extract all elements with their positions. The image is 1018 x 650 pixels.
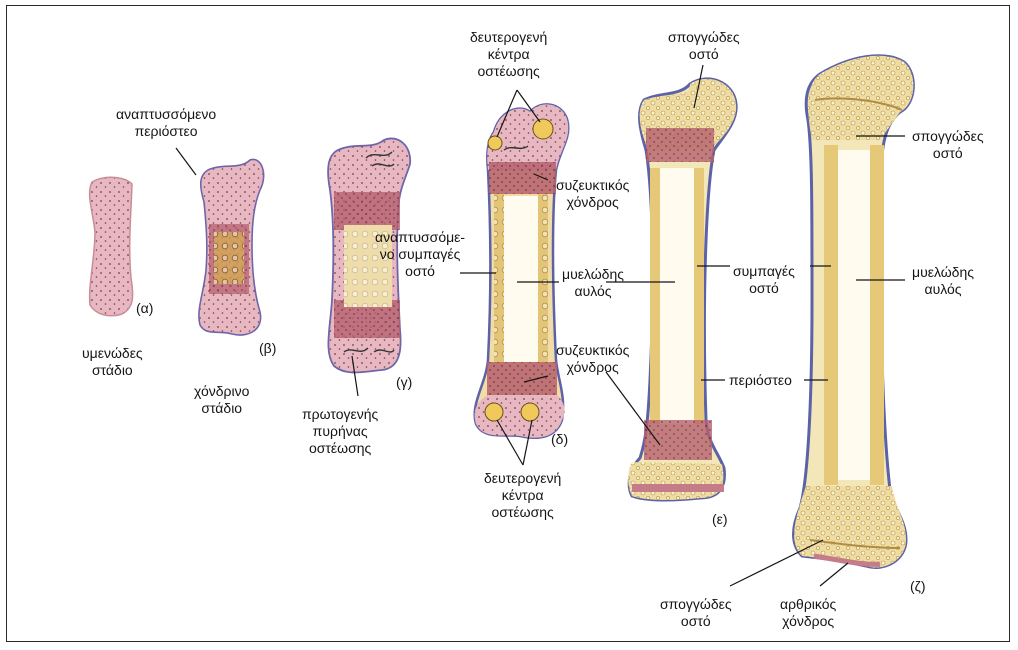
label-periosteum: περιόστεο xyxy=(729,372,792,389)
stage-label-d: (δ) xyxy=(551,431,568,448)
label-cartilage-stage: χόνδρινο στάδιο xyxy=(194,383,249,417)
label-membranous-stage: υμενώδες στάδιο xyxy=(82,345,143,379)
stage-label-e: (ε) xyxy=(712,511,728,528)
leader-periosteum-dev xyxy=(176,148,196,175)
bone-stage-b xyxy=(199,159,264,335)
stage-label-c: (γ) xyxy=(396,374,412,391)
label-compact-bone: συμπαγές οστό xyxy=(733,263,795,297)
stage-label-a: (α) xyxy=(136,300,153,317)
leader-spongy-z-bottom xyxy=(730,540,823,586)
label-medullary-cavity-d: μυελώδης αυλός xyxy=(562,266,624,300)
label-spongy-bone-z-top: σπογγώδες οστό xyxy=(912,128,984,162)
stage-label-z: (ζ) xyxy=(910,578,926,595)
label-developing-compact-bone: αναπτυσσόμε- νο συμπαγές οστό xyxy=(375,229,465,280)
label-secondary-centers-bottom: δευτερογενή κέντρα οστέωσης xyxy=(484,470,561,521)
bone-stage-e xyxy=(628,79,736,500)
label-primary-ossification-center: πρωτογενής πυρήνας οστέωσης xyxy=(302,406,378,457)
label-medullary-cavity-z: μυελώδης αυλός xyxy=(912,264,974,298)
stage-label-b: (β) xyxy=(259,340,276,357)
label-articular-cartilage: αρθρικός χόνδρος xyxy=(780,596,836,630)
label-epiphyseal-cartilage-top: συζευκτικός χόνδρος xyxy=(556,177,629,211)
bone-stage-z xyxy=(794,56,914,568)
leader-articular xyxy=(820,563,848,586)
label-developing-periosteum: αναπτυσσόμενο περιόστεο xyxy=(116,106,216,140)
bone-stage-d xyxy=(475,104,569,437)
label-spongy-bone-e: σπογγώδες οστό xyxy=(668,29,740,63)
label-spongy-bone-z-bottom: σπογγώδες οστό xyxy=(660,596,732,630)
label-epiphyseal-cartilage-bottom: συζευκτικός χόνδρος xyxy=(556,342,629,376)
label-secondary-centers-top: δευτερογενή κέντρα οστέωσης xyxy=(470,29,547,80)
bone-stage-a xyxy=(90,177,133,315)
